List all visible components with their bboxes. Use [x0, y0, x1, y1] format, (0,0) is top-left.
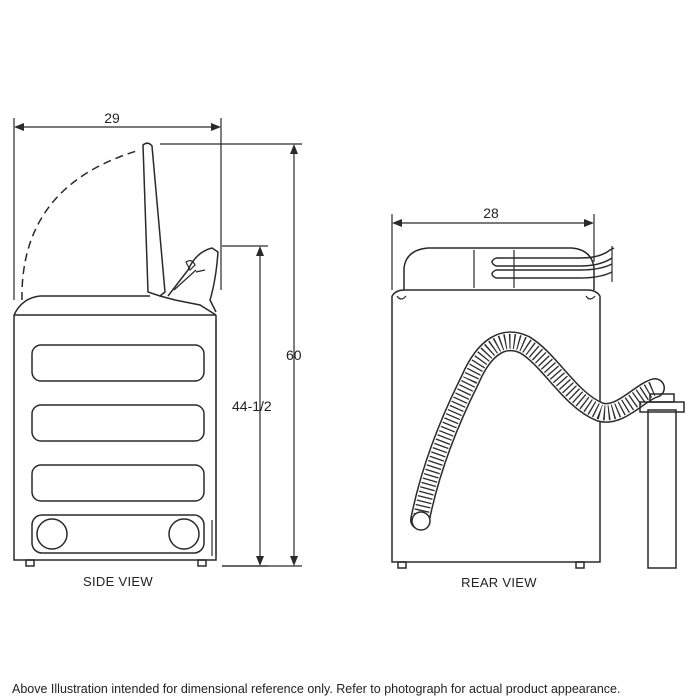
- rear-width-label: 28: [483, 205, 499, 221]
- open-lid: [142, 142, 166, 297]
- footnote: Above Illustration intended for dimensio…: [12, 682, 620, 696]
- foot: [397, 561, 407, 569]
- foot: [197, 559, 207, 567]
- bottom-circle: [168, 518, 200, 550]
- side-height-closed-label: 44-1/2: [232, 398, 272, 414]
- dimension-side-width: [13, 118, 222, 300]
- standpipe: [639, 393, 685, 569]
- dimension-rear-width: [391, 214, 595, 290]
- side-panel-recess: [31, 404, 205, 442]
- cord: [496, 247, 615, 259]
- side-panel-recess: [31, 514, 205, 554]
- side-panel-recess: [31, 344, 205, 382]
- side-width-label: 29: [104, 110, 120, 126]
- side-view-washer: [13, 142, 219, 567]
- lid-swing-arc: [21, 149, 141, 301]
- rear-view-label: REAR VIEW: [461, 575, 537, 590]
- foot: [575, 561, 585, 569]
- control-knob: [167, 247, 219, 313]
- rear-view-washer: [391, 246, 615, 569]
- side-panel-recess: [31, 464, 205, 502]
- drain-hose: [410, 331, 665, 531]
- side-height-open-label: 60: [286, 347, 302, 363]
- foot: [25, 559, 35, 567]
- side-view-label: SIDE VIEW: [83, 574, 153, 589]
- dimension-side-height-open: [160, 143, 302, 567]
- bottom-circle: [36, 518, 68, 550]
